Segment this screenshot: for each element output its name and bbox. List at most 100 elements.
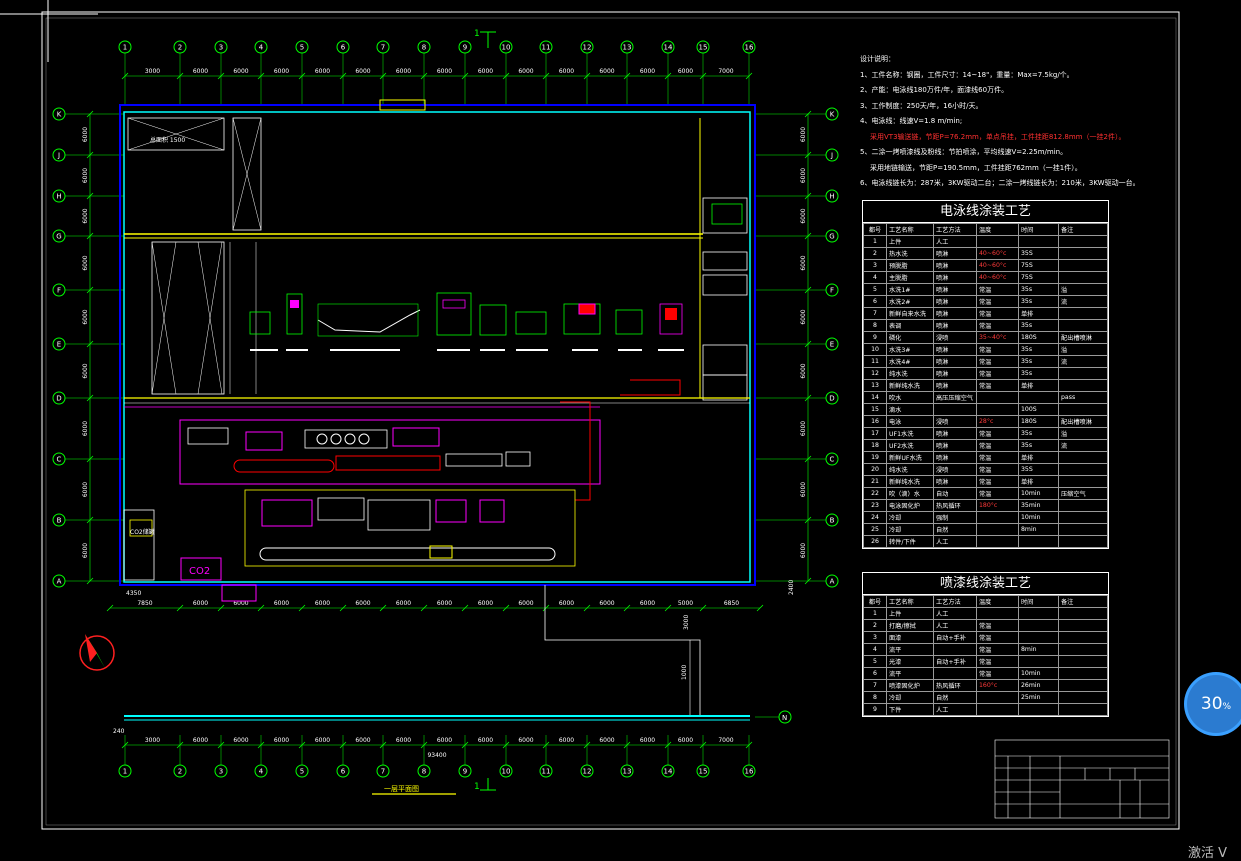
ed-table-cell: 3 <box>863 259 887 272</box>
ed-table-cell <box>1058 367 1108 380</box>
ed-table-cell: 180S <box>1018 331 1059 344</box>
dimension-tick <box>298 72 306 80</box>
dimension-label: 6000 <box>82 127 89 142</box>
paint-table-cell: 常温 <box>976 619 1019 632</box>
dimension-label: 6000 <box>640 68 655 75</box>
dimension-label: 6000 <box>800 421 807 436</box>
ed-table-cell: 单排 <box>1018 307 1059 320</box>
axis-bubble <box>118 40 132 54</box>
ed-table-cell: 常温 <box>976 355 1019 368</box>
row-axis-label: J <box>830 152 833 160</box>
dimension-tick <box>176 72 184 80</box>
dimension-tick <box>699 741 707 749</box>
ed-table-cell: 常温 <box>976 283 1019 296</box>
ed-table-cell: 冷却 <box>886 511 934 524</box>
paint-table-cell: 9 <box>863 703 887 716</box>
ed-table-cell: 16 <box>863 415 887 428</box>
ed-table-cell: 配出槽喷淋 <box>1058 415 1108 428</box>
paint-table-cell: 人工 <box>933 703 977 716</box>
ed-table-cell: UF2水洗 <box>886 439 934 452</box>
dimension-tick <box>804 192 812 200</box>
dimension-tick <box>86 192 94 200</box>
dimension-tick <box>121 72 129 80</box>
dimension-label: 6000 <box>518 600 533 607</box>
dimension-label: 6000 <box>640 600 655 607</box>
ed-table-cell: 喷淋 <box>933 343 977 356</box>
building-wall <box>123 111 751 583</box>
axis-label: 8 <box>422 768 426 776</box>
dimension-label: 6000 <box>355 68 370 75</box>
row-axis-label: G <box>829 233 834 241</box>
dimension-tick <box>86 455 94 463</box>
dimension-tick <box>756 604 764 612</box>
dimension-label: 6850 <box>724 600 739 607</box>
dimension-tick <box>542 72 550 80</box>
paint-table-cell: 流平 <box>886 643 934 656</box>
design-note-line: 2、产能：电泳线180万件/年，面漆线60万件。 <box>860 86 1009 94</box>
dimension-label: 6000 <box>233 600 248 607</box>
ed-table-header: 都号工艺名称工艺方法温度时间备注 <box>863 223 1108 236</box>
dimension-label: 3000 <box>145 68 160 75</box>
ed-table-cell: 水洗1# <box>886 283 934 296</box>
ed-table-cell <box>1058 535 1108 548</box>
ed-table-cell <box>1058 499 1108 512</box>
dimension-label: 6000 <box>599 68 614 75</box>
dimension-label: 6000 <box>82 363 89 378</box>
axis-bubble <box>742 40 756 54</box>
paint-table-cell: 7 <box>863 679 887 692</box>
axis-label: 12 <box>583 44 592 52</box>
ed-table-cell: 8min <box>1018 523 1059 536</box>
ed-table-cell: 喷淋 <box>933 451 977 464</box>
ed-table-cell: 40~60°c <box>976 259 1019 272</box>
ed-table-cell: 流 <box>1058 355 1108 368</box>
ed-table-cell: 水洗2# <box>886 295 934 308</box>
ed-table-cell <box>1018 391 1059 404</box>
door-opening-top <box>379 99 426 111</box>
ed-table-cell: 17 <box>863 427 887 440</box>
row-axis-label: E <box>57 341 61 349</box>
ed-table-cell: 表调 <box>886 319 934 332</box>
dimension-tick <box>699 72 707 80</box>
ed-table-header-cell: 温度 <box>976 223 1019 236</box>
ed-table-cell: 常温 <box>976 379 1019 392</box>
dimension-label: 6000 <box>599 600 614 607</box>
ed-table-cell: 溢 <box>1058 427 1108 440</box>
ed-table-cell: 75S <box>1018 259 1059 272</box>
paint-table-cell: 流平 <box>886 667 934 680</box>
ed-table-cell: 35s <box>1018 367 1059 380</box>
ed-table-cell <box>1058 403 1108 416</box>
sheet-border <box>41 11 1180 830</box>
row-axis-label: C <box>57 456 62 464</box>
ed-table-cell: 流 <box>1058 295 1108 308</box>
design-note-line: 采用VT3输送链，节距P=76.2mm，单点吊挂，工件挂距812.8mm（一挂2… <box>870 132 1126 141</box>
ed-table-cell: 35s <box>1018 295 1059 308</box>
axis-label: 8 <box>422 44 426 52</box>
dimension-label: 6000 <box>355 600 370 607</box>
progress-badge[interactable]: 30% <box>1187 675 1241 733</box>
dimension-label: 3000 <box>145 737 160 744</box>
dimension-tick <box>86 232 94 240</box>
ed-table-cell: 35~40°c <box>976 331 1019 344</box>
ed-table-cell: 磷化 <box>886 331 934 344</box>
dimension-label: 6000 <box>82 168 89 183</box>
design-note-line: 4、电泳线：线速V=1.8 m/min; <box>860 117 963 125</box>
dimension-label: 6000 <box>800 543 807 558</box>
row-axis-label: A <box>830 578 835 586</box>
dimension-tick <box>502 72 510 80</box>
axis-bubble <box>742 764 756 778</box>
dimension-tick <box>86 394 94 402</box>
ed-table-cell: 单排 <box>1018 475 1059 488</box>
ed-table-header-cell: 都号 <box>863 223 887 236</box>
ed-table-cell <box>933 403 977 416</box>
dimension-tick <box>699 604 707 612</box>
